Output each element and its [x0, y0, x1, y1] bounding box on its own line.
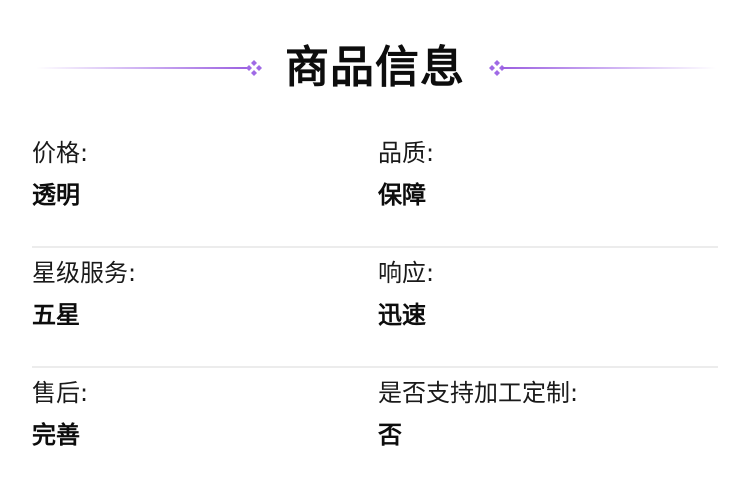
section-header: 商品信息: [0, 0, 750, 128]
title-line-right: [502, 67, 716, 69]
section-title: 商品信息: [285, 42, 465, 93]
info-label: 售后:: [32, 379, 89, 407]
info-value: 迅速: [378, 301, 426, 329]
diamond-cluster-icon: [245, 59, 263, 77]
info-label: 星级服务:: [32, 259, 137, 287]
info-value: 完善: [32, 421, 80, 449]
info-row: 星级服务: 五星 响应: 迅速: [32, 248, 718, 368]
info-item-quality: 品质: 保障: [378, 138, 434, 210]
info-label: 品质:: [378, 139, 435, 167]
info-row: 售后: 完善 是否支持加工定制: 否: [32, 368, 718, 488]
info-item-service: 星级服务: 五星: [32, 258, 136, 330]
info-value: 五星: [32, 301, 80, 329]
info-label: 是否支持加工定制:: [378, 379, 579, 407]
info-item-after-sales: 售后: 完善: [32, 378, 88, 450]
info-value: 否: [378, 421, 402, 449]
info-row: 价格: 透明 品质: 保障: [32, 128, 718, 248]
info-value: 保障: [378, 181, 426, 209]
info-label: 响应:: [378, 259, 435, 287]
product-info-grid: 价格: 透明 品质: 保障 星级服务: 五星 响应: 迅速 售后: 完善 是否支…: [32, 128, 718, 488]
info-value: 透明: [32, 181, 80, 209]
info-item-price: 价格: 透明: [32, 138, 88, 210]
title-line-left: [36, 67, 250, 69]
info-label: 价格:: [32, 139, 89, 167]
info-item-customization: 是否支持加工定制: 否: [378, 378, 578, 450]
info-item-response: 响应: 迅速: [378, 258, 434, 330]
